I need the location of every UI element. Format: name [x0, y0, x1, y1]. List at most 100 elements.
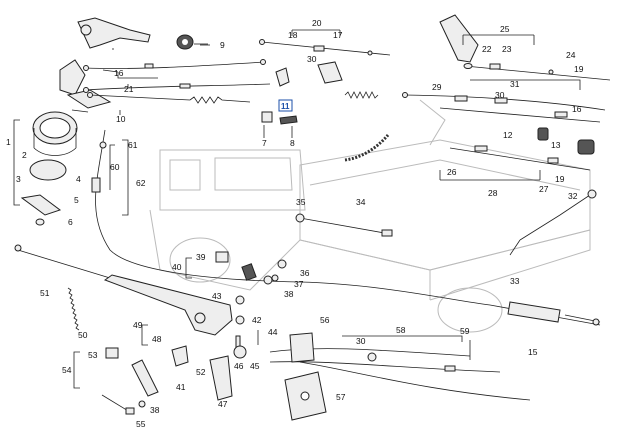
part-label-30-b: 30: [495, 90, 505, 100]
grommet-12-13: [537, 127, 595, 155]
part-label-5: 5: [74, 195, 79, 205]
cable-18-17: [259, 39, 391, 56]
cable-16-right: [439, 107, 601, 123]
part-label-13: 13: [551, 140, 561, 150]
vehicle-outline: [149, 99, 591, 333]
part-label-35: 35: [296, 197, 306, 207]
rod-34-35: [295, 213, 393, 237]
part-label-31: 31: [510, 79, 520, 89]
part-label-16-b: 16: [572, 104, 582, 114]
switch-bracket: [20, 159, 67, 226]
cable-21: [83, 83, 271, 93]
part-label-47: 47: [218, 399, 228, 409]
grommet-9: [176, 34, 208, 50]
part-label-54: 54: [62, 365, 72, 375]
spring-50: [67, 287, 80, 331]
part-label-49: 49: [133, 320, 143, 330]
handbrake-lever: [103, 274, 233, 336]
part-label-42: 42: [252, 315, 262, 325]
part-label-59: 59: [460, 326, 470, 336]
part-label-46: 46: [234, 361, 244, 371]
highlight-box-11: [278, 99, 293, 112]
part-label-2: 2: [22, 150, 27, 160]
part-label-17: 17: [333, 30, 343, 40]
part-label-21: 21: [124, 84, 134, 94]
part-label-8: 8: [290, 138, 295, 148]
part-label-39: 39: [196, 252, 206, 262]
part-label-44: 44: [268, 327, 278, 337]
part-label-52: 52: [196, 367, 206, 377]
speedometer-gauge: [32, 111, 78, 156]
part-label-10: 10: [116, 114, 126, 124]
part-label-26: 26: [447, 167, 457, 177]
part-label-34: 34: [356, 197, 366, 207]
part-label-37: 37: [294, 279, 304, 289]
part-label-22: 22: [482, 44, 492, 54]
cable-26-27: [449, 145, 591, 171]
part-label-30-c: 30: [356, 336, 366, 346]
part-label-32: 32: [568, 191, 578, 201]
part-label-51: 51: [40, 288, 50, 298]
part-label-19-a: 19: [574, 64, 584, 74]
part-label-45: 45: [250, 361, 260, 371]
rod-32: [509, 189, 597, 256]
part-label-7: 7: [262, 138, 267, 148]
part-label-20: 20: [312, 18, 322, 28]
part-label-24: 24: [566, 50, 576, 60]
clip-top: [275, 67, 290, 87]
part-label-43: 43: [212, 291, 222, 301]
throttle-bracket-part: [77, 17, 151, 49]
cable-60-62: [91, 129, 491, 306]
bolt-55: [101, 394, 146, 415]
part-label-3: 3: [16, 174, 21, 184]
part-label-19-b: 19: [555, 174, 565, 184]
part-label-40: 40: [172, 262, 182, 272]
part-label-36: 36: [300, 268, 310, 278]
leader-lines: [13, 29, 581, 389]
part-label-12: 12: [503, 130, 513, 140]
part-label-41: 41: [176, 382, 186, 392]
part-label-38-a: 38: [284, 289, 294, 299]
rubber-strap: [344, 134, 390, 162]
part-label-30-a: 30: [307, 54, 317, 64]
part-label-15: 15: [528, 347, 538, 357]
part-label-33: 33: [510, 276, 520, 286]
cable-10-spring: [87, 92, 251, 104]
cable-16: [83, 59, 266, 71]
part-label-55: 55: [136, 419, 146, 429]
part-label-4: 4: [76, 174, 81, 184]
part-label-11-highlighted[interactable]: 11: [281, 102, 290, 111]
part-label-53: 53: [88, 350, 98, 360]
cable-58: [269, 348, 531, 401]
part-label-58: 58: [396, 325, 406, 335]
part-label-38-b: 38: [150, 405, 160, 415]
part-label-62: 62: [136, 178, 146, 188]
part-label-16: 16: [114, 68, 124, 78]
part-label-48: 48: [152, 334, 162, 344]
rod-51: [14, 244, 111, 279]
part-label-18: 18: [288, 30, 298, 40]
small-parts-40-45: [215, 251, 287, 359]
part-label-23: 23: [502, 44, 512, 54]
shoe-parts-46-53: [105, 345, 233, 401]
part-label-57: 57: [336, 392, 346, 402]
part-label-28: 28: [488, 188, 498, 198]
cable-31: [402, 92, 606, 111]
plate-57: [284, 371, 327, 421]
part-label-60: 60: [110, 162, 120, 172]
part-label-56: 56: [320, 315, 330, 325]
part-label-9: 9: [220, 40, 225, 50]
bracket-56: [289, 332, 315, 363]
cable-23-24: [463, 63, 611, 81]
part-label-61: 61: [128, 140, 138, 150]
part-label-27: 27: [539, 184, 549, 194]
part-label-29: 29: [432, 82, 442, 92]
pedal-assembly: [59, 59, 112, 113]
part-label-1: 1: [6, 137, 11, 147]
part-label-50: 50: [78, 330, 88, 340]
bracket-25: [439, 14, 479, 63]
brake-cable-15: [489, 301, 601, 326]
spring-bracket-30: [317, 61, 379, 99]
